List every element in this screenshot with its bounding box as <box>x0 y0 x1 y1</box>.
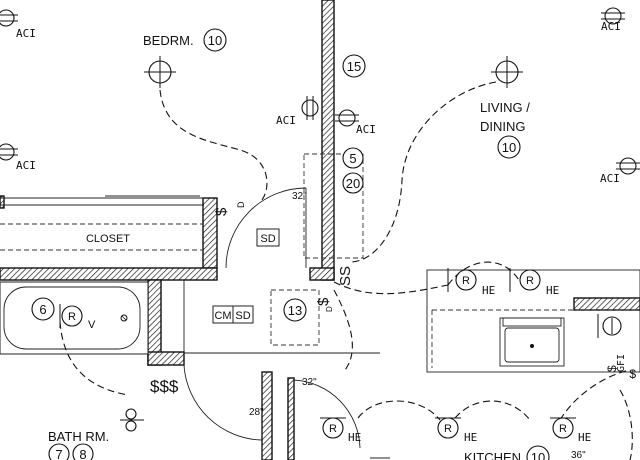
aci-label: ACI <box>601 20 621 33</box>
receptacle-label: R <box>526 275 534 287</box>
co-monitor-label: CM <box>214 310 231 322</box>
dimmer-label: D <box>236 201 246 208</box>
exhaust-fan-icon <box>120 408 144 432</box>
he-label: HE <box>348 431 361 444</box>
tag-6: 6 <box>39 302 46 317</box>
door-swings <box>183 187 361 449</box>
aci-icon <box>301 95 319 121</box>
tag-circle <box>283 298 307 322</box>
dimmer-label: D <box>325 306 334 312</box>
he-label: HE <box>546 284 559 297</box>
tag-13: 13 <box>288 303 302 318</box>
bath-return-wall <box>147 351 185 366</box>
tag-box-5-20 <box>303 153 364 259</box>
switch-pair: SS <box>337 266 354 286</box>
bedroom-label: BEDRM. <box>143 33 194 48</box>
receptacle-label: R <box>559 423 567 435</box>
aci-label: ACI <box>16 159 36 172</box>
tag-box-13 <box>270 289 320 346</box>
switch-symbol: $ <box>315 297 332 306</box>
tag-5: 5 <box>349 151 356 166</box>
closet-label: CLOSET <box>86 233 130 245</box>
receptacle-label: R <box>329 423 337 435</box>
living-label-line1: LIVING / <box>480 100 530 115</box>
receptacle-icon <box>552 417 574 439</box>
he-label: HE <box>578 431 591 444</box>
kitchen-label: KITCHEN <box>464 450 521 460</box>
he-label: HE <box>482 284 495 297</box>
aci-icon <box>0 9 19 27</box>
aci-label: ACI <box>16 27 36 40</box>
room-labels: BEDRM. 10 LIVING / DINING 10 CLOSET BATH… <box>48 28 550 460</box>
door-width-32: 32" <box>302 377 317 388</box>
door-width-36: 36" <box>571 450 586 460</box>
door-width-28: 28" <box>249 407 264 418</box>
receptacle-label: R <box>444 423 452 435</box>
bedroom-ref: 10 <box>208 33 222 48</box>
aci-devices: ACI ACI ACI ACI ACI ACI <box>0 7 640 185</box>
tag-15: 15 <box>347 59 361 74</box>
closet-shelving <box>0 195 204 251</box>
tags: 15 5 20 13 6 <box>31 54 366 322</box>
ceiling-light-icon <box>490 55 524 89</box>
receptacle-label: R <box>462 275 470 287</box>
door-jamb-right <box>287 377 295 460</box>
switches: $ D SS $ D $$$ $ <box>150 201 636 396</box>
ceiling-light-icon <box>143 55 177 89</box>
bath-label: BATH RM. <box>48 429 109 444</box>
switch-triple: $$$ <box>150 377 179 396</box>
tag-circle <box>342 172 364 194</box>
v-label: V <box>88 319 96 331</box>
central-vertical-wall <box>321 0 335 281</box>
door-lines <box>183 188 390 460</box>
tag-circle <box>342 147 364 169</box>
smoke-detector-label: SD <box>235 310 250 322</box>
receptacle-icon <box>61 305 83 327</box>
aci-label: ACI <box>600 172 620 185</box>
bath-ref-b: 8 <box>79 447 86 460</box>
tag-20: 20 <box>346 176 360 191</box>
kitchen-partition-wall <box>573 297 640 311</box>
aci-label: ACI <box>276 114 296 127</box>
living-label-line2: DINING <box>480 119 526 134</box>
circuit-wiring <box>59 81 633 460</box>
detectors: SD CM SD <box>212 228 280 324</box>
dashed-boxes <box>270 153 364 346</box>
living-ref: 10 <box>502 140 516 155</box>
bath-ref-a: 7 <box>55 447 62 460</box>
aci-icon <box>0 143 19 161</box>
central-wall-return <box>309 267 335 281</box>
tag-circle <box>31 297 55 321</box>
receptacle-icon <box>437 417 459 439</box>
receptacle-icon <box>322 417 344 439</box>
dimensions: 32" 32" 28" 36" <box>249 191 586 460</box>
kitchen-ref: 10 <box>531 450 545 460</box>
receptacle-icon <box>519 269 541 291</box>
he-label: HE <box>464 431 477 444</box>
receptacle-label: R <box>68 311 76 323</box>
horizontal-wall-left <box>0 267 218 281</box>
closet-left-stub <box>0 195 5 209</box>
tag-circle <box>342 54 366 78</box>
kitchen-counter <box>426 269 640 373</box>
receptacles: R HE R HE R V R HE R HE R HE GFI $ <box>59 268 627 444</box>
switch-label: $ <box>605 365 619 372</box>
gfi-label: GFI <box>616 354 627 372</box>
switch-symbol: $ <box>213 207 230 216</box>
door-width-32: 32" <box>292 191 307 202</box>
receptacle-icon <box>455 269 477 291</box>
smoke-detector-label: SD <box>260 233 275 245</box>
switch-symbol: $ <box>629 367 636 381</box>
aci-label: ACI <box>356 123 376 136</box>
